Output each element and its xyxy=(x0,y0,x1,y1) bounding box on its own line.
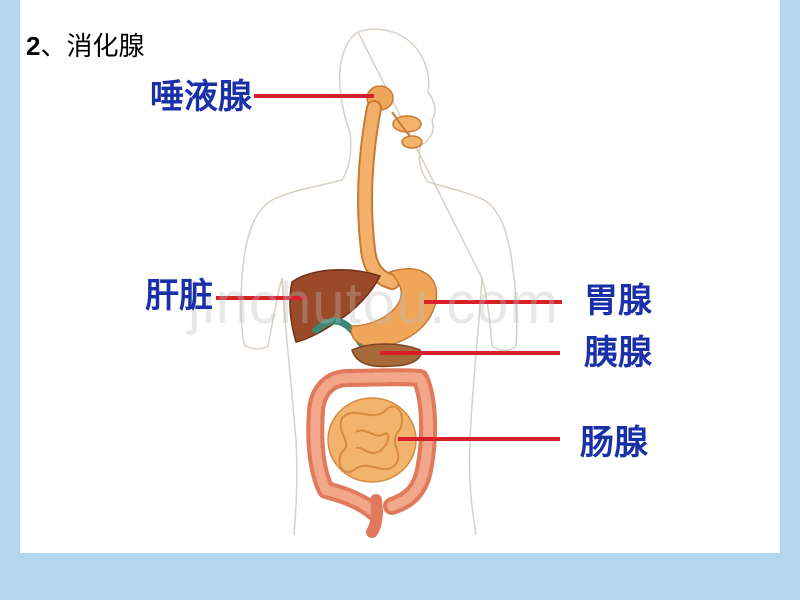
label-liver: 肝脏 xyxy=(145,276,213,316)
watermark: jinchutou.com xyxy=(188,271,559,336)
label-salivary-gland: 唾液腺 xyxy=(150,77,252,117)
label-pancreas: 胰腺 xyxy=(584,333,652,373)
label-intestinal-gland: 肠腺 xyxy=(580,423,648,463)
rectum-shape xyxy=(366,494,383,538)
page-title: 2、消化腺 xyxy=(26,26,144,63)
title-number: 2 xyxy=(26,31,41,61)
label-gastric-gland: 胃腺 xyxy=(584,281,652,321)
title-text: 、消化腺 xyxy=(40,32,145,62)
pancreas-shape xyxy=(351,343,422,368)
body-torso-outline xyxy=(281,277,483,536)
stomach-shape xyxy=(350,267,438,348)
